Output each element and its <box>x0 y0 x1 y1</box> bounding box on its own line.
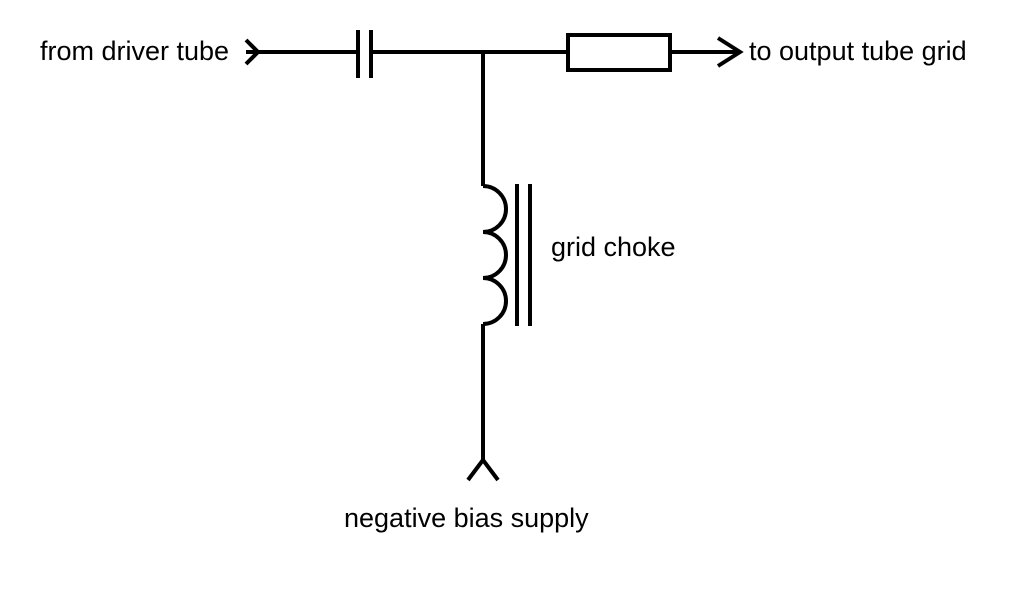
input-label: from driver tube <box>40 36 230 66</box>
bias-label: negative bias supply <box>344 503 589 533</box>
bias-arrow <box>466 456 500 482</box>
output-arrow <box>716 36 744 68</box>
grid-choke-coil <box>482 184 508 326</box>
coupling-capacitor <box>356 30 373 78</box>
output-label: to output tube grid <box>749 36 967 66</box>
choke-label: grid choke <box>551 232 676 262</box>
grid-stopper-resistor <box>566 33 672 72</box>
grid-choke-core <box>515 184 532 326</box>
